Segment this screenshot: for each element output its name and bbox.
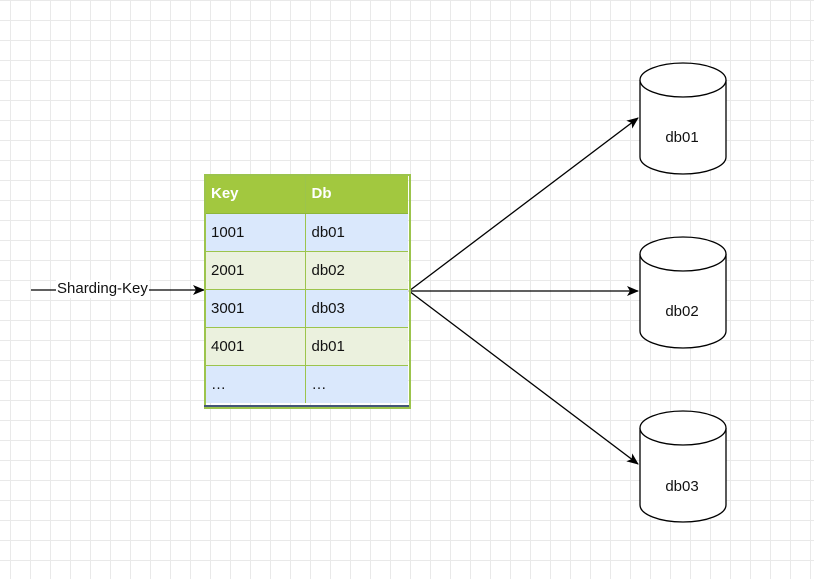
table-row[interactable]: 2001 db02 bbox=[205, 251, 408, 290]
db01-label: db01 bbox=[665, 129, 699, 146]
cell-key: 3001 bbox=[205, 289, 306, 328]
cell-db: … bbox=[305, 365, 408, 403]
cell-key: 2001 bbox=[205, 251, 306, 290]
cell-key: 1001 bbox=[205, 213, 306, 252]
db03-label: db03 bbox=[665, 478, 699, 495]
db02-label: db02 bbox=[665, 303, 699, 320]
table-row[interactable]: 4001 db01 bbox=[205, 327, 408, 366]
header-db: Db bbox=[305, 175, 408, 214]
table-row[interactable]: … … bbox=[205, 365, 408, 403]
table-row[interactable]: 1001 db01 bbox=[205, 213, 408, 252]
cell-db: db03 bbox=[305, 289, 408, 328]
cell-db: db01 bbox=[305, 213, 408, 252]
db03-cylinder[interactable] bbox=[639, 410, 727, 523]
db02-cylinder[interactable] bbox=[639, 236, 727, 349]
cell-db: db02 bbox=[305, 251, 408, 290]
shard-mapping-table: Key Db 1001 db01 2001 db02 3001 db03 400… bbox=[205, 175, 408, 403]
db01-cylinder[interactable] bbox=[639, 62, 727, 175]
arrow-to-db01 bbox=[408, 117, 639, 292]
header-key: Key bbox=[205, 175, 306, 214]
sharding-key-label: Sharding-Key bbox=[56, 280, 149, 298]
table-row[interactable]: 3001 db03 bbox=[205, 289, 408, 328]
cell-key: … bbox=[205, 365, 306, 403]
arrow-to-db03 bbox=[408, 290, 639, 465]
cell-db: db01 bbox=[305, 327, 408, 366]
cell-key: 4001 bbox=[205, 327, 306, 366]
table-header-row: Key Db bbox=[205, 175, 408, 214]
